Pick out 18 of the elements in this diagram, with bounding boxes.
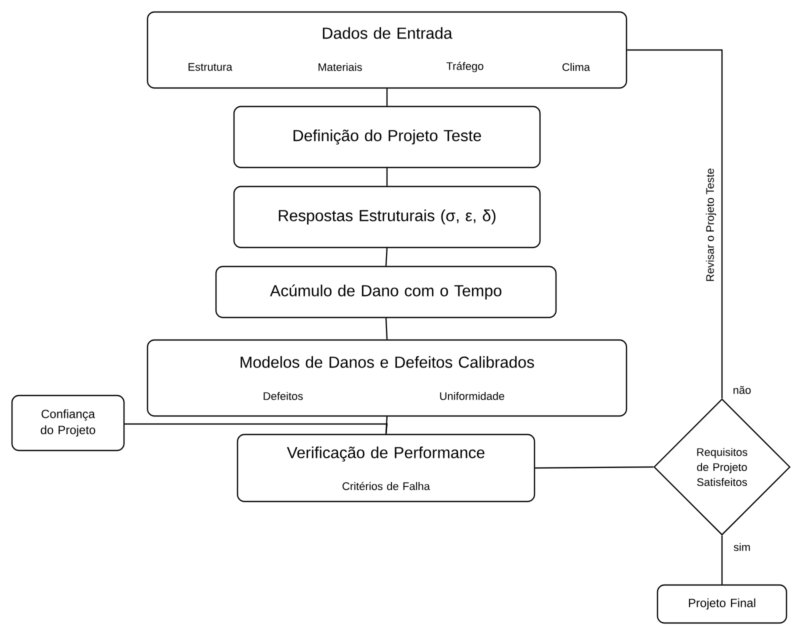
process-box: Confiança do Projeto [11,394,125,452]
process-box: Modelos de Danos e Defeitos Calibrados Defeitos Uniformidade [146,339,628,417]
connector-line [535,466,654,469]
connector-line [627,49,723,398]
process-box: Projeto Final [656,584,788,624]
process-box: Dados de Entrada Estrutura Materiais Tráfego Clima [146,11,628,89]
connector-line [385,248,388,266]
process-box: Respostas Estruturais (σ, ε, δ) [233,186,541,248]
edge-label: Revisar o Projeto Teste [704,167,718,283]
edge-label: sim [734,542,750,552]
process-box: Definição do Projeto Teste [233,106,541,168]
connector-line [721,536,723,584]
connector-line [386,88,388,106]
process-box: Verificação de Performance Critérios de Falha [236,434,536,502]
connector-line [385,318,388,340]
connector-line [386,168,388,186]
process-box: Acúmulo de Dano com o Tempo [215,266,557,318]
connector-line [124,423,388,434]
